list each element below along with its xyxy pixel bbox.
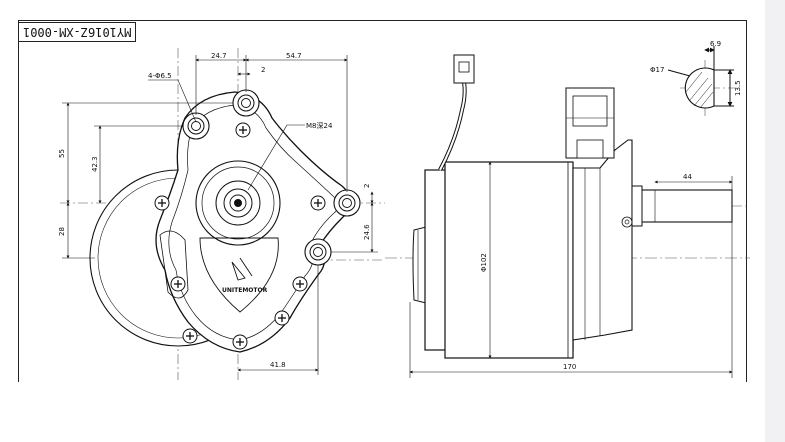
dim-height-55: 55: [58, 149, 66, 158]
dim-holes: 4-Φ6.5: [148, 72, 172, 80]
frame-right-line: [746, 20, 747, 382]
dim-top-width: 54.7: [286, 52, 302, 60]
dim-shaft-length: 44: [683, 173, 692, 181]
frame-left-line: [18, 20, 19, 382]
dim-bottom-41-8: 41.8: [270, 361, 286, 369]
frame-top-line: [18, 20, 747, 21]
model-number-box: MY1016Z-XM-0001: [18, 22, 137, 42]
side-view: [385, 54, 750, 359]
dim-key-depth: 13.5: [734, 80, 742, 96]
brand-label: UNITEMOTOR: [222, 287, 268, 294]
viewer-side-strip: [765, 0, 785, 442]
dim-height-28: 28: [58, 227, 66, 236]
dim-side-gap: 2: [363, 184, 371, 188]
front-view: [60, 48, 385, 380]
dim-total-length: 170: [563, 363, 576, 371]
shaft-section-detail: [667, 46, 740, 116]
dim-thread: M8深24: [306, 121, 333, 130]
side-view-dimensions: [409, 161, 733, 378]
dim-top-offset: 24.7: [211, 52, 227, 60]
dim-key-width: 6.9: [710, 40, 721, 48]
dim-top-gap: 2: [261, 66, 265, 74]
front-view-dimensions: [62, 55, 378, 375]
dim-diameter-102: Φ102: [480, 253, 488, 272]
dim-side-24-6: 24.6: [363, 224, 371, 240]
dim-shaft-diameter: Φ17: [650, 66, 664, 74]
dim-height-42-3: 42.3: [91, 156, 99, 172]
